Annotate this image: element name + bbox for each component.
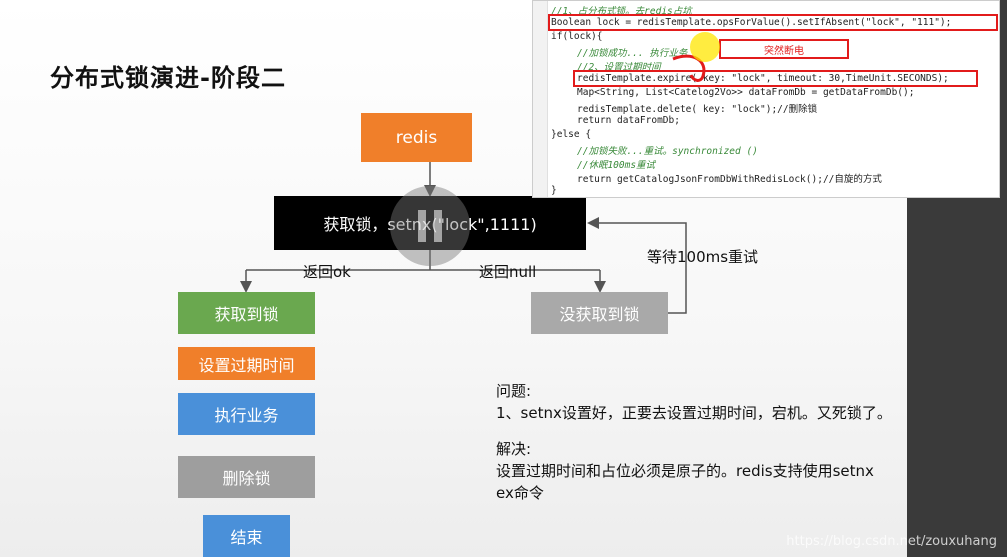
code-line: //2、设置过期时间 [577, 62, 661, 73]
solution-title: 解决: [496, 440, 532, 458]
code-editor[interactable]: //1、占分布式锁。去redis占坑 Boolean lock = redisT… [532, 0, 1000, 198]
execute-box: 执行业务 [178, 393, 315, 435]
annotation-power-loss: 突然断电 [719, 39, 849, 59]
code-line: } [551, 185, 557, 196]
end-box: 结束 [203, 515, 290, 557]
code-line: //加锁失败...重试。synchronized () [577, 146, 758, 157]
code-line: return dataFromDb; [577, 115, 680, 126]
flow-arrows [240, 162, 687, 314]
notes: 问题: 1、setnx设置好，正要去设置过期时间，宕机。又死锁了。 解决: 设置… [496, 380, 896, 504]
retry-label: 等待100ms重试 [647, 248, 759, 266]
code-line: //加锁成功... 执行业务 [577, 48, 688, 59]
code-line: if(lock){ [551, 31, 603, 42]
problem-title: 问题: [496, 382, 532, 400]
set-expire-box: 设置过期时间 [178, 347, 315, 380]
code-line: redisTemplate.delete( key: "lock");//删除锁 [577, 104, 818, 115]
code-line: //1、占分布式锁。去redis占坑 [551, 6, 692, 17]
code-line: Boolean lock = redisTemplate.opsForValue… [551, 17, 952, 28]
cursor-highlight [690, 32, 720, 62]
highlight-setifabsent [548, 14, 998, 31]
code-line: Map<String, List<Catelog2Vo>> dataFromDb… [577, 87, 915, 98]
redis-box: redis [361, 113, 472, 162]
return-null-label: 返回null [479, 263, 537, 281]
highlight-expire [573, 70, 978, 87]
no-lock-box: 没获取到锁 [531, 292, 668, 334]
delete-lock-box: 删除锁 [178, 456, 315, 498]
code-line: redisTemplate.expire( key: "lock", timeo… [577, 73, 949, 84]
red-arrow-mark [672, 54, 706, 82]
code-line: }else { [551, 129, 592, 140]
get-lock-box: 获取锁，setnx("lock",1111) [274, 196, 586, 250]
solution-text: 设置过期时间和占位必须是原子的。redis支持使用setnx ex命令 [496, 462, 874, 502]
return-ok-label: 返回ok [303, 263, 351, 281]
got-lock-box: 获取到锁 [178, 292, 315, 334]
code-line: return getCatalogJsonFromDbWithRedisLock… [577, 174, 882, 185]
pause-icon[interactable] [390, 186, 470, 266]
slide-title: 分布式锁演进-阶段二 [50, 64, 286, 92]
problem-text: 1、setnx设置好，正要去设置过期时间，宕机。又死锁了。 [496, 404, 892, 422]
watermark: https://blog.csdn.net/zouxuhang [786, 534, 997, 549]
code-line: //休眠100ms重试 [577, 160, 656, 171]
editor-gutter [533, 1, 548, 197]
